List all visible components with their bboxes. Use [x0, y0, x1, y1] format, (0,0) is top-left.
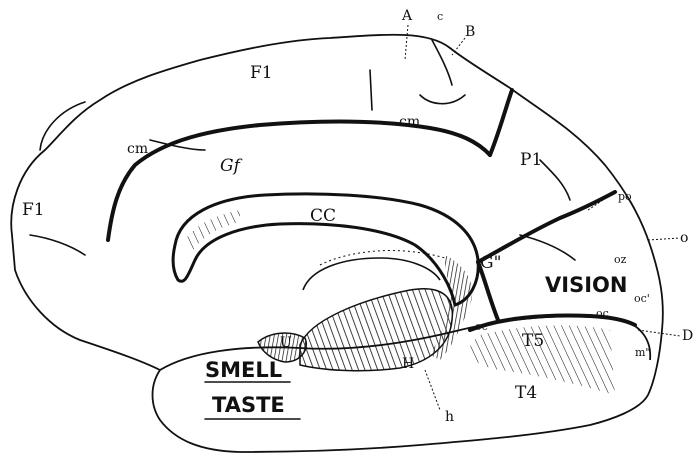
label-c: c — [437, 10, 443, 23]
label-oc-right: oc — [596, 307, 609, 320]
label-H: H — [402, 356, 414, 372]
hippocampal-gyrus — [300, 289, 452, 371]
central-notch-sulcus — [490, 90, 512, 155]
label-F1-top: F1 — [250, 63, 273, 83]
label-m-dbl: m" — [635, 346, 651, 359]
label-po: po — [618, 190, 632, 203]
label-U: U — [280, 335, 292, 351]
leader-B — [452, 38, 465, 55]
label-T4: T4 — [515, 383, 537, 403]
minor-sulcus-7 — [520, 235, 575, 260]
leader-o — [648, 238, 680, 240]
label-cm-top: cm — [399, 114, 420, 130]
fornix-arc — [303, 258, 440, 290]
label-h: h — [445, 409, 454, 425]
region-vision: VISION — [545, 273, 627, 297]
label-oc-left: oc — [475, 320, 488, 333]
hemisphere-outline — [11, 35, 663, 452]
label-T5: T5 — [522, 331, 544, 351]
label-P1: P1 — [520, 150, 542, 170]
leader-h — [425, 370, 440, 410]
label-oc-prime: oc' — [634, 292, 650, 305]
region-smell: SMELL — [205, 358, 282, 382]
leader-A — [405, 25, 408, 60]
label-Gf: Gf — [220, 156, 243, 176]
minor-sulcus-4 — [40, 102, 85, 150]
label-A: A — [401, 8, 413, 24]
label-B: B — [465, 24, 475, 40]
parieto-occipital-sulcus — [478, 192, 615, 262]
label-Gn: G" — [480, 253, 501, 273]
minor-sulcus-5 — [540, 160, 570, 200]
region-taste: TASTE — [212, 393, 285, 417]
minor-sulcus-1 — [370, 70, 372, 110]
minor-sulcus-2 — [420, 95, 465, 104]
label-CC: CC — [310, 206, 336, 226]
minor-sulcus-8 — [30, 235, 85, 255]
label-oz: oz — [614, 253, 627, 266]
label-o: o — [680, 230, 688, 246]
label-D: D — [682, 328, 693, 344]
label-F1-left: F1 — [22, 200, 45, 220]
label-cm-left: cm — [127, 141, 148, 157]
